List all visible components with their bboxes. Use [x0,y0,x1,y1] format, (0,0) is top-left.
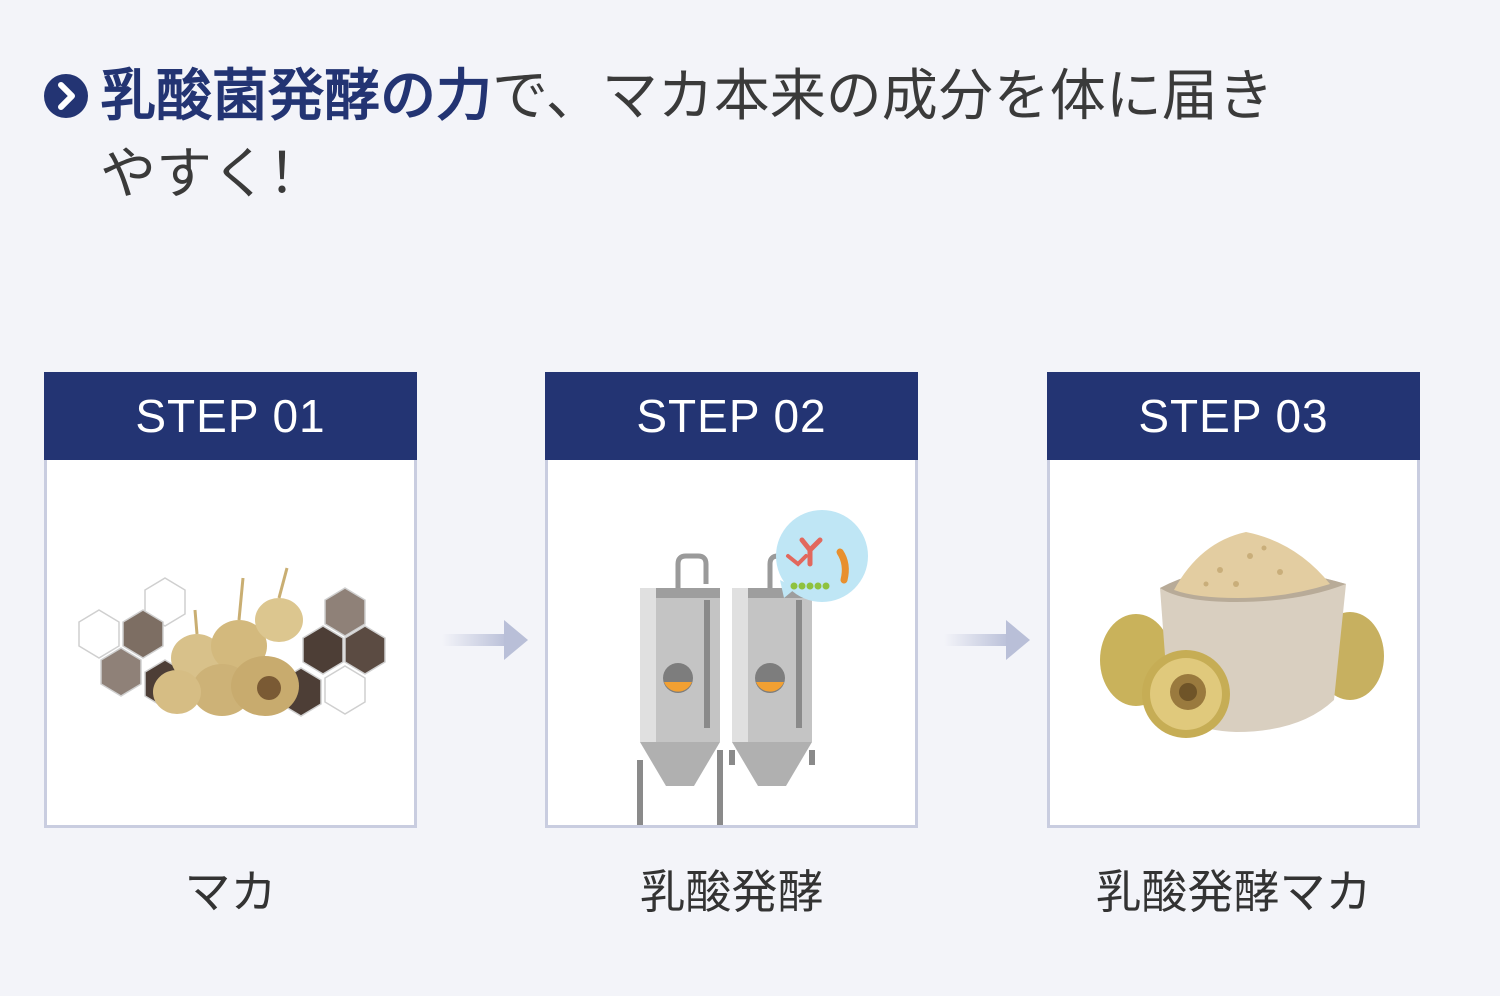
step-card-3: STEP 03 乳酸発酵マカ [1047,372,1420,922]
step-label: STEP 01 [44,372,417,460]
step-caption: 乳酸発酵 [639,865,824,919]
headline-line-1: 乳酸菌発酵の力で、マカ本来の成分を体に届き [100,62,1274,132]
step-card-2: STEP 02 [545,372,918,922]
step-caption: マカ [184,865,277,919]
step-label: STEP 03 [1047,372,1420,460]
maca-powder-bowl-icon [1100,532,1384,738]
step-image-box [44,460,417,828]
step-label: STEP 02 [545,372,918,460]
step-card-1: STEP 01 [44,372,417,922]
fermentation-tank-icon [637,510,868,825]
step-caption: 乳酸発酵マカ [1095,865,1372,919]
step-image-box [1047,460,1420,828]
headline-line-2: やすく！ [100,142,324,207]
step-image-box [545,460,918,828]
headline-emphasis: 乳酸菌発酵の力 [100,64,492,129]
chevron-right-icon [44,74,88,118]
arrow-right-icon [944,620,1030,660]
headline-rest: で、マカ本来の成分を体に届き [492,64,1274,129]
maca-root-hexagon-icon [78,567,386,717]
arrow-right-icon [442,620,528,660]
